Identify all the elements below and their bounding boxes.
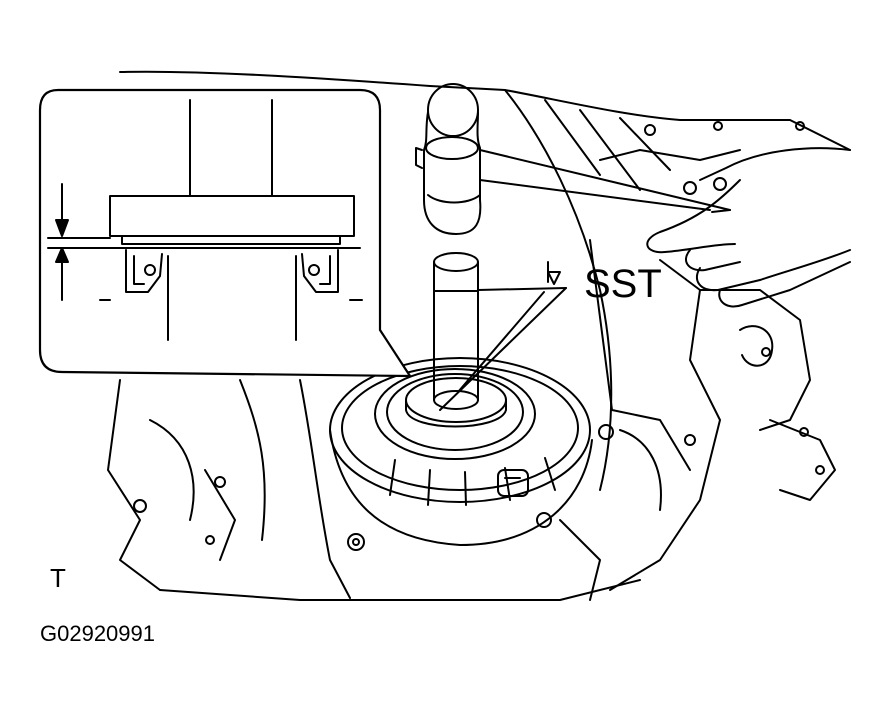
special-service-tool [405,252,567,428]
hammer-icon [415,83,731,235]
dimension-arrow-icon [47,183,111,301]
transaxle-case-illustration [107,70,851,601]
oil-seal-detail-inset [38,88,412,378]
sst-label: SST [584,262,662,306]
corner-mark: T [50,563,66,593]
figure-code: G02920991 [40,621,155,646]
hand-icon [646,147,851,308]
